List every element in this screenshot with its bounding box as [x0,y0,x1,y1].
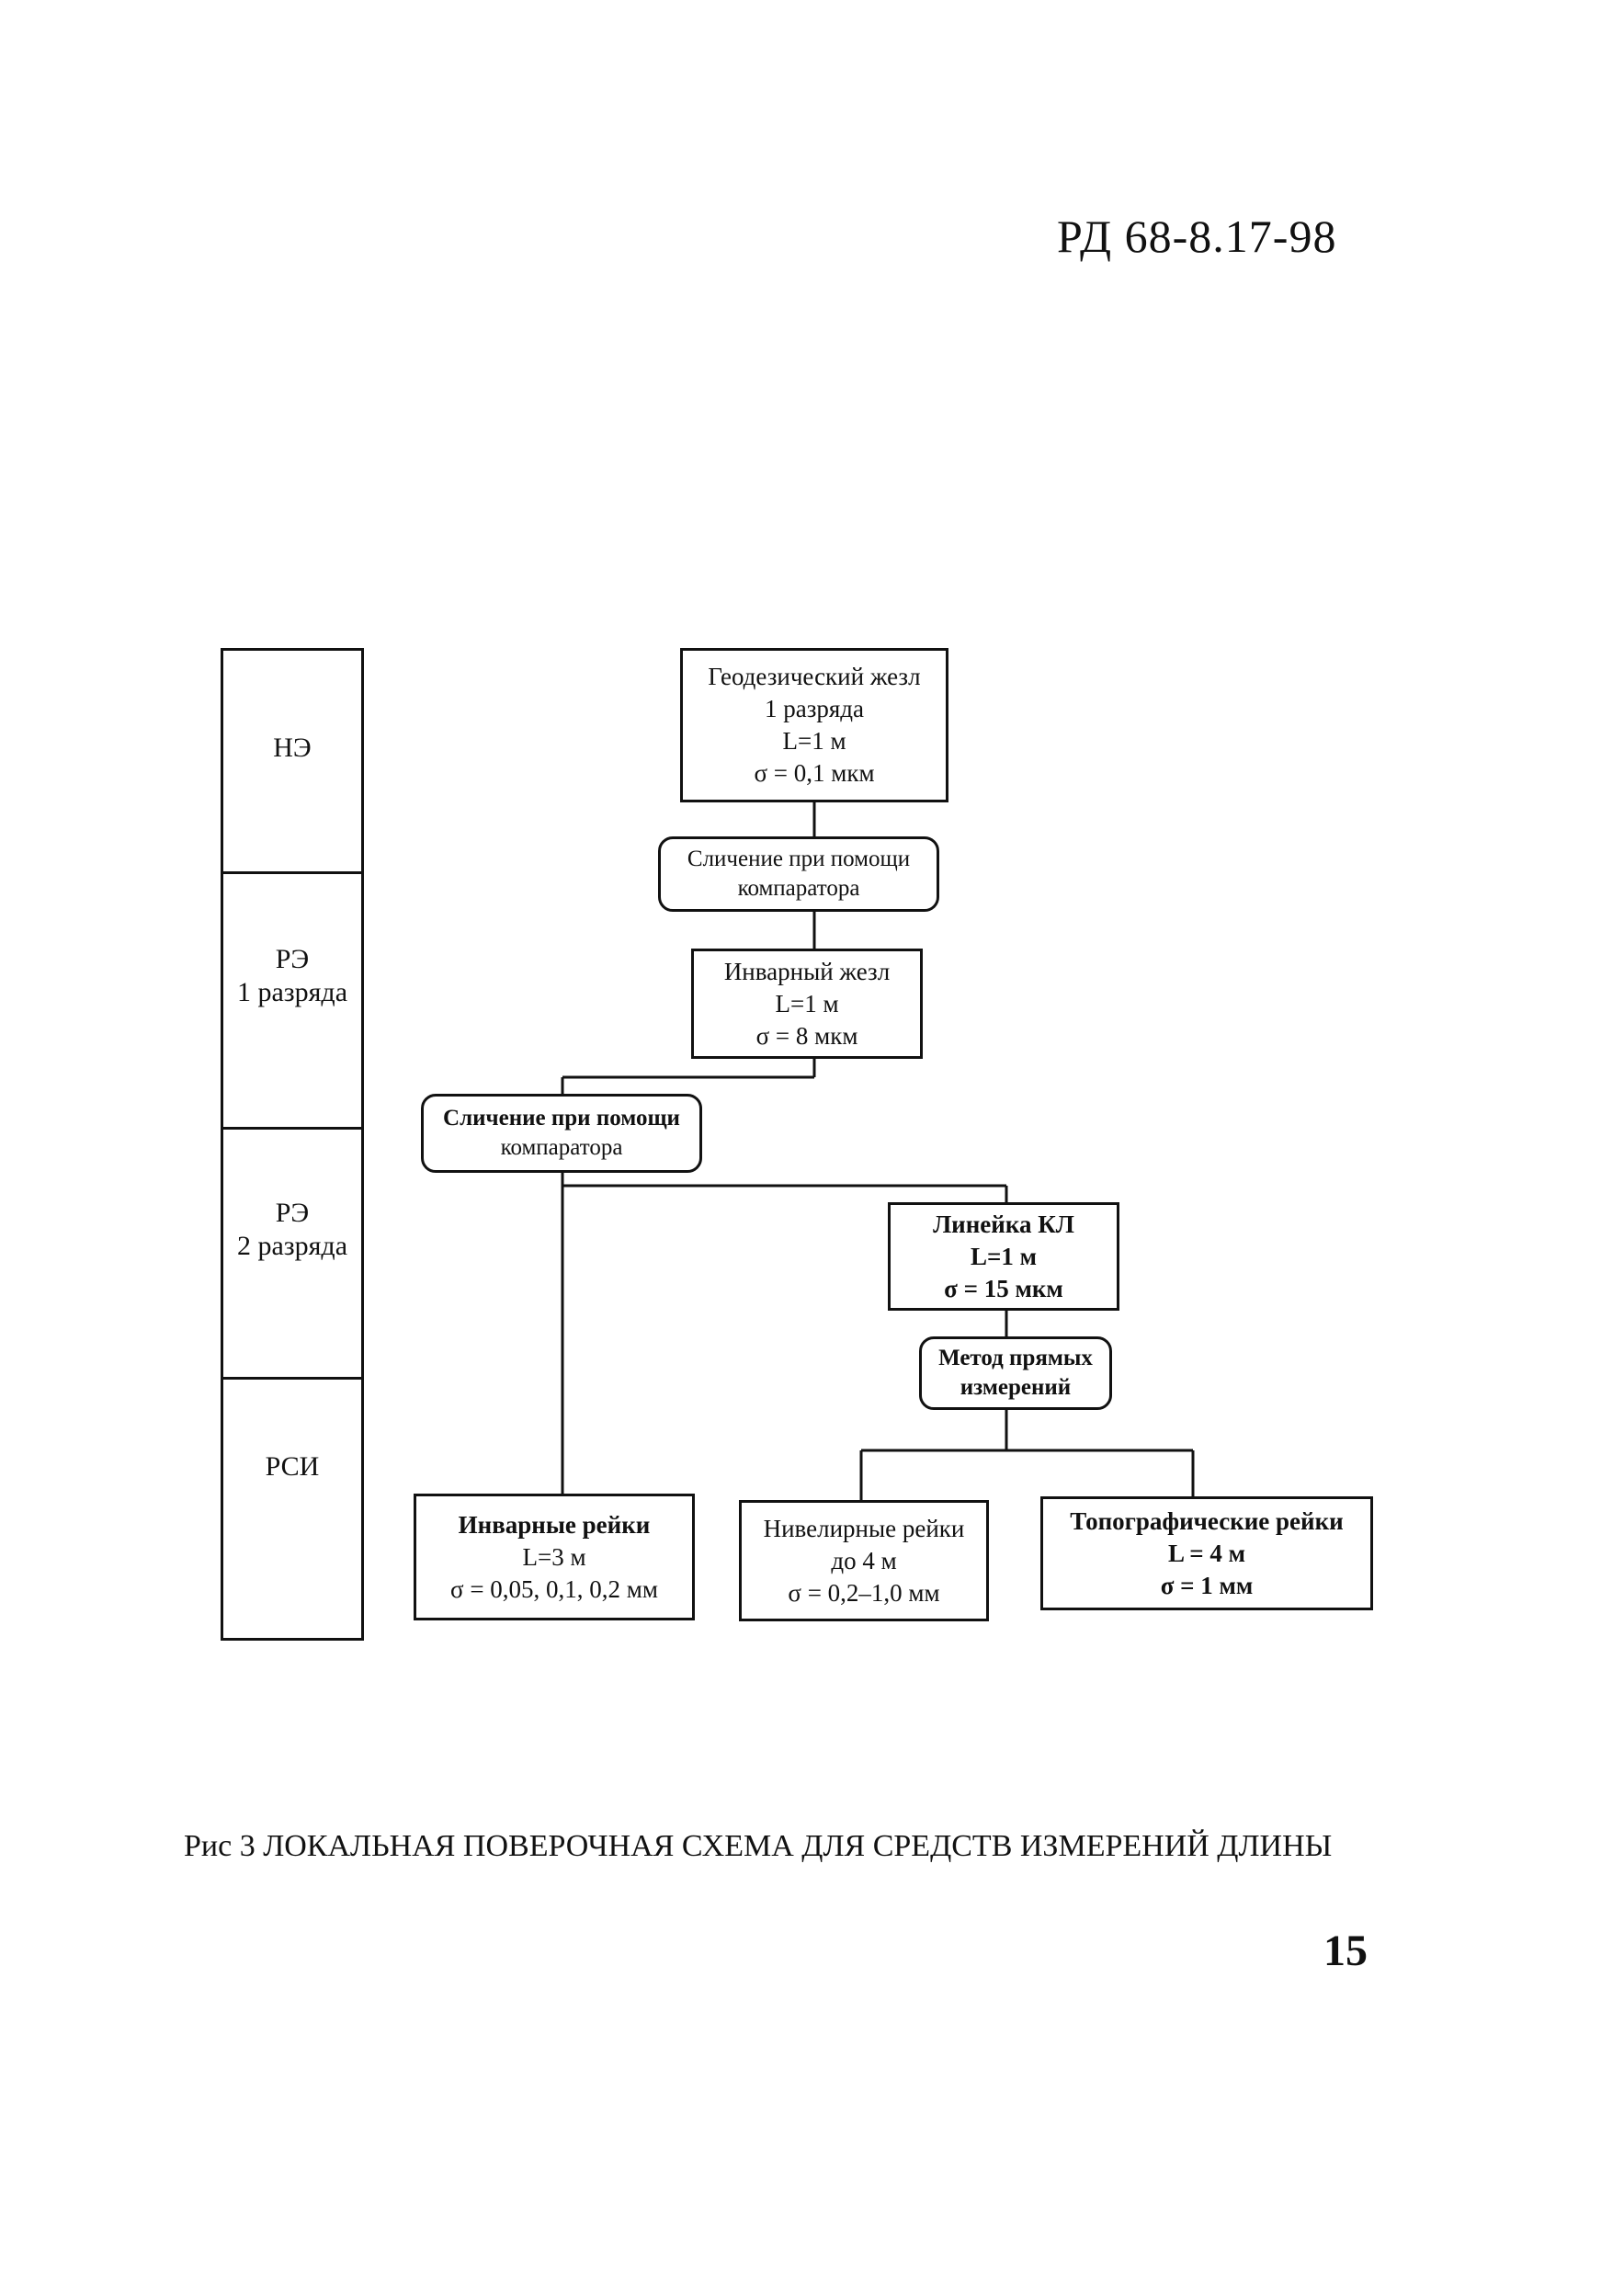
node-line: L = 4 м [1167,1539,1246,1567]
node-line: Нивелирные рейки [763,1514,965,1542]
node-line: измерений [960,1375,1072,1400]
node-geodetic-rod: Геодезический жезл 1 разряда L=1 м σ = 0… [680,648,948,802]
level-line: НЭ [273,733,312,763]
node-line: L=1 м [970,1242,1038,1270]
node-line: Инварные рейки [458,1510,651,1539]
node-line: σ = 0,05, 0,1, 0,2 мм [450,1574,658,1603]
level-column: НЭ РЭ 1 разряда РЭ 2 разряда РСИ [221,648,364,1641]
node-comparator-1: Сличение при помощи компаратора [658,836,939,912]
level-line: РЭ [275,944,310,974]
node-line: σ = 15 мкм [944,1274,1063,1302]
node-invar-staffs: Инварные рейки L=3 м σ = 0,05, 0,1, 0,2 … [414,1494,695,1620]
node-line: Линейка КЛ [933,1210,1074,1238]
node-line: Топографические рейки [1070,1506,1344,1535]
node-line: до 4 м [831,1546,897,1574]
node-line: Сличение при помощи [443,1106,680,1131]
page-number: 15 [1323,1927,1368,1975]
node-line: σ = 0,1 мкм [754,759,875,787]
node-topo-staffs: Топографические рейки L = 4 м σ = 1 мм [1040,1496,1373,1610]
node-line: L=1 м [775,989,839,1017]
level-divider [223,871,361,874]
level-cell-ne: НЭ [223,732,361,765]
figure-caption: Рис 3 ЛОКАЛЬНАЯ ПОВЕРОЧНАЯ СХЕМА ДЛЯ СРЕ… [184,1829,1333,1863]
node-line: L=3 м [522,1542,586,1571]
node-line: компаратора [737,876,860,901]
level-line: 1 разряда [236,977,348,1007]
node-line: Сличение при помощи [687,847,911,871]
node-line: σ = 0,2–1,0 мм [788,1578,940,1607]
node-direct-method: Метод прямых измерений [919,1336,1112,1410]
node-line: компаратора [500,1135,623,1160]
node-line: 1 разряда [764,695,865,722]
node-line: Геодезический жезл [708,663,921,690]
node-line: σ = 1 мм [1160,1571,1254,1599]
level-divider [223,1127,361,1130]
node-ruler-kl: Линейка КЛ L=1 м σ = 15 мкм [888,1202,1119,1311]
node-line: L=1 м [782,727,846,755]
level-line: РСИ [265,1451,320,1482]
level-cell-rsi: РСИ [223,1450,361,1483]
level-cell-re1: РЭ 1 разряда [223,943,361,1009]
document-code: РД 68-8.17-98 [1057,210,1337,262]
level-line: РЭ [275,1198,310,1228]
node-comparator-2: Сличение при помощи компаратора [421,1094,702,1173]
node-line: σ = 8 мкм [755,1021,858,1050]
level-divider [223,1377,361,1380]
node-leveling-staffs: Нивелирные рейки до 4 м σ = 0,2–1,0 мм [739,1500,989,1621]
level-cell-re2: РЭ 2 разряда [223,1197,361,1263]
node-line: Метод прямых [938,1346,1093,1370]
level-line: 2 разряда [236,1231,348,1261]
node-line: Инварный жезл [723,957,891,985]
node-invar-rod: Инварный жезл L=1 м σ = 8 мкм [691,949,923,1059]
